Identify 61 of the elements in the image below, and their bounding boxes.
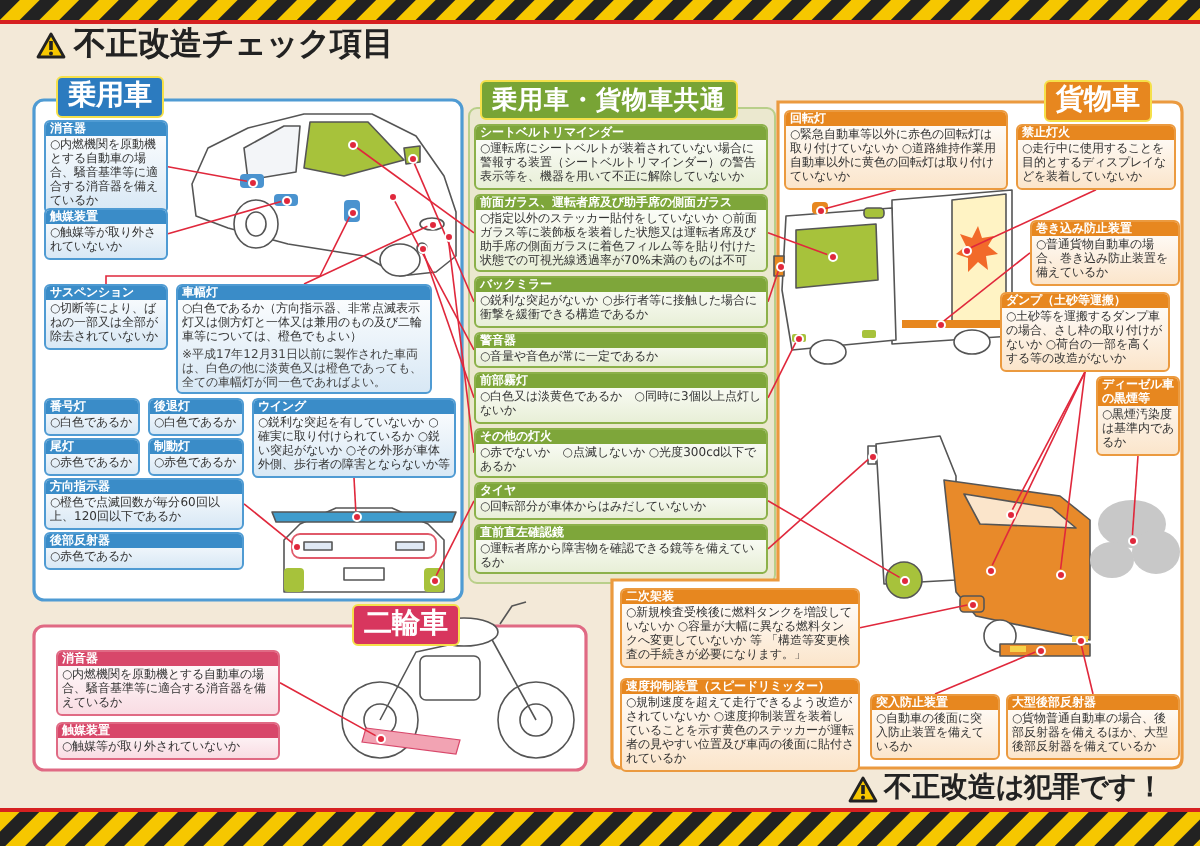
leader-line	[767, 232, 828, 256]
info-card	[1096, 376, 1180, 456]
leader-line	[393, 199, 475, 351]
info-card	[44, 398, 140, 436]
info-card	[148, 438, 244, 476]
leader-line	[767, 341, 797, 399]
info-card	[474, 482, 768, 520]
leader-line	[355, 146, 475, 234]
section-badge: 二輪車	[352, 604, 460, 646]
info-card	[870, 694, 1000, 760]
leader-line	[767, 500, 901, 579]
info-card	[44, 478, 244, 530]
section-badge: 乗用車	[56, 76, 164, 118]
leader-line	[859, 604, 968, 629]
leader-line	[447, 240, 475, 454]
info-card	[1030, 220, 1180, 286]
info-card	[1000, 292, 1170, 372]
leader-line	[303, 225, 429, 285]
leader-line	[105, 215, 351, 285]
section-badge: 乗用車・貨物車共通	[480, 80, 738, 119]
leader-line	[943, 252, 1031, 322]
leader-line	[422, 252, 475, 399]
page-title: 不正改造チェック項目	[74, 26, 394, 62]
leader-line	[353, 477, 357, 512]
info-card	[620, 678, 860, 772]
info-card	[44, 120, 168, 214]
section-badge: 貨物車	[1044, 80, 1152, 122]
info-card	[1016, 124, 1176, 190]
section-panel	[468, 80, 776, 584]
info-card	[474, 523, 768, 575]
info-card	[474, 193, 768, 273]
info-card	[474, 276, 768, 328]
info-card	[56, 722, 280, 760]
leader-line	[1059, 371, 1086, 570]
info-card	[148, 398, 244, 436]
info-card	[784, 110, 1008, 190]
info-card	[44, 208, 168, 260]
info-card	[44, 532, 244, 570]
leader-line	[991, 371, 1086, 567]
info-card	[474, 331, 768, 369]
info-card	[176, 284, 432, 395]
info-card	[44, 438, 140, 476]
leader-line	[243, 503, 293, 544]
info-card	[56, 650, 280, 716]
leader-line	[1131, 455, 1139, 536]
info-card	[44, 284, 168, 350]
warning-slogan: 不正改造は犯罪です！	[884, 772, 1164, 806]
info-card	[1006, 694, 1180, 760]
info-card	[474, 124, 768, 190]
leader-line	[167, 166, 248, 182]
leader-line	[934, 651, 1037, 695]
leader-line	[279, 682, 377, 737]
info-card	[474, 372, 768, 424]
leader-line	[767, 458, 869, 550]
leader-line	[767, 270, 780, 303]
info-card	[620, 588, 860, 668]
leader-line	[413, 161, 475, 303]
info-card	[474, 427, 768, 479]
leader-line	[1080, 644, 1094, 695]
info-card	[252, 398, 456, 478]
leader-line	[167, 200, 282, 235]
